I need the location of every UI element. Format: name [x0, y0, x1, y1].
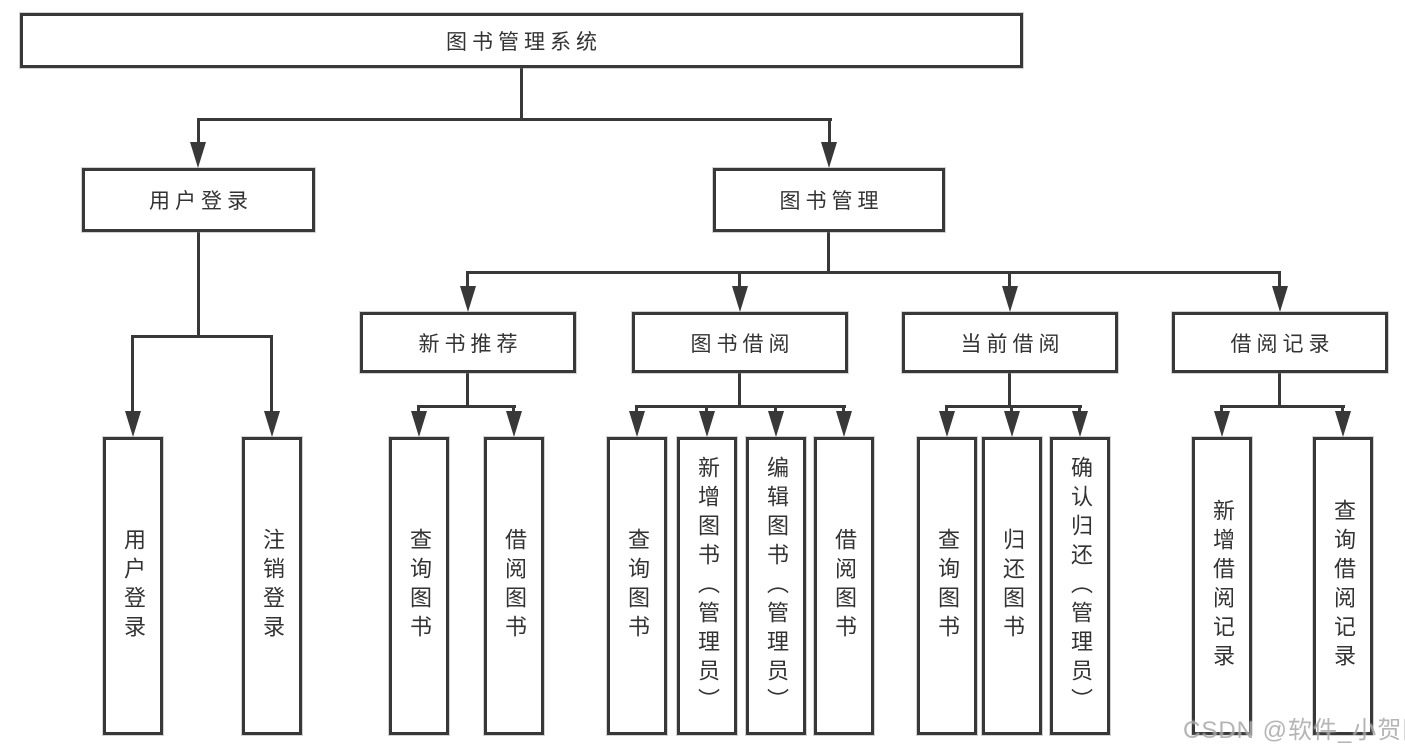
connector	[1278, 271, 1281, 295]
node-label: 借阅图书	[832, 528, 857, 644]
connector	[1220, 405, 1345, 408]
leaf-add-borrow-record: 新增借阅记录	[1192, 437, 1252, 735]
node-label: 图书管理	[779, 190, 884, 213]
leaf-return-books: 归还图书	[982, 437, 1042, 735]
node-label: 用户登录	[121, 528, 146, 644]
node-library-system: 图书管理系统	[20, 13, 1023, 68]
node-label: 注销登录	[260, 528, 285, 644]
leaf-confirm-return-admin: 确认归还（管理员）	[1050, 437, 1110, 735]
node-label: 确认归还（管理员）	[1068, 455, 1093, 717]
node-label: 图书借阅	[690, 332, 795, 356]
arrow-down-icon	[1072, 411, 1088, 437]
arrow-down-icon	[939, 411, 955, 437]
arrow-down-icon	[1004, 411, 1020, 437]
node-label: 新增图书（管理员）	[695, 455, 720, 717]
node-borrow-records: 借阅记录	[1172, 312, 1388, 373]
connector	[738, 271, 741, 295]
node-label: 查询图书	[407, 528, 432, 644]
arrow-down-icon	[836, 411, 852, 437]
node-label: 查询图书	[625, 528, 650, 644]
arrow-down-icon	[768, 411, 784, 437]
arrow-down-icon	[264, 411, 280, 437]
leaf-borrow-books-recommend: 借阅图书	[484, 437, 544, 735]
connector	[828, 118, 831, 150]
connector	[1278, 371, 1281, 408]
csdn-watermark: CSDN @软件_小贺同学	[1183, 717, 1405, 744]
connector	[1008, 371, 1011, 408]
node-book-management: 图书管理	[713, 168, 945, 232]
connector	[197, 118, 200, 150]
node-label: 编辑图书（管理员）	[764, 455, 789, 717]
arrow-down-icon	[1335, 411, 1351, 437]
leaf-edit-books-admin: 编辑图书（管理员）	[746, 437, 806, 735]
arrow-down-icon	[506, 411, 522, 437]
arrow-down-icon	[732, 286, 748, 312]
arrow-down-icon	[190, 142, 206, 168]
arrow-down-icon	[460, 286, 476, 312]
node-label: 新增借阅记录	[1210, 499, 1235, 673]
leaf-query-books-borrow: 查询图书	[607, 437, 667, 735]
connector	[945, 405, 1082, 408]
connector	[131, 335, 273, 338]
connector	[131, 335, 134, 415]
arrow-down-icon	[125, 411, 141, 437]
leaf-logout: 注销登录	[242, 437, 302, 735]
leaf-add-books-admin: 新增图书（管理员）	[677, 437, 737, 735]
leaf-query-books-recommend: 查询图书	[389, 437, 449, 735]
node-label: 借阅记录	[1230, 332, 1335, 356]
connector	[270, 335, 273, 415]
connector	[1008, 271, 1011, 295]
connector	[466, 271, 469, 295]
node-label: 用户登录	[149, 190, 253, 213]
node-current-borrowing: 当前借阅	[902, 312, 1118, 373]
connector	[417, 405, 516, 408]
connector	[466, 271, 1281, 274]
leaf-query-books-current: 查询图书	[917, 437, 977, 735]
connector	[635, 405, 846, 408]
node-new-book-recommend: 新书推荐	[360, 312, 576, 373]
leaf-borrow-books: 借阅图书	[814, 437, 874, 735]
node-label: 归还图书	[1000, 528, 1025, 644]
arrow-down-icon	[1272, 286, 1288, 312]
arrow-down-icon	[411, 411, 427, 437]
leaf-user-login: 用户登录	[103, 437, 163, 735]
node-label: 查询借阅记录	[1331, 499, 1356, 673]
leaf-query-borrow-record: 查询借阅记录	[1313, 437, 1373, 735]
node-label: 借阅图书	[502, 528, 527, 644]
node-label: 当前借阅	[960, 332, 1065, 356]
connector	[197, 230, 200, 338]
connector	[520, 66, 523, 119]
node-book-borrowing: 图书借阅	[632, 312, 848, 373]
arrow-down-icon	[629, 411, 645, 437]
arrow-down-icon	[699, 411, 715, 437]
connector	[197, 118, 832, 121]
node-label: 图书管理系统	[446, 30, 602, 54]
node-label: 新书推荐	[418, 332, 523, 356]
node-label: 查询图书	[935, 528, 960, 644]
connector	[827, 230, 830, 274]
arrow-down-icon	[821, 142, 837, 168]
connector	[466, 371, 469, 408]
connector	[738, 371, 741, 408]
node-user-login: 用户登录	[82, 168, 315, 232]
arrow-down-icon	[1002, 286, 1018, 312]
arrow-down-icon	[1214, 411, 1230, 437]
